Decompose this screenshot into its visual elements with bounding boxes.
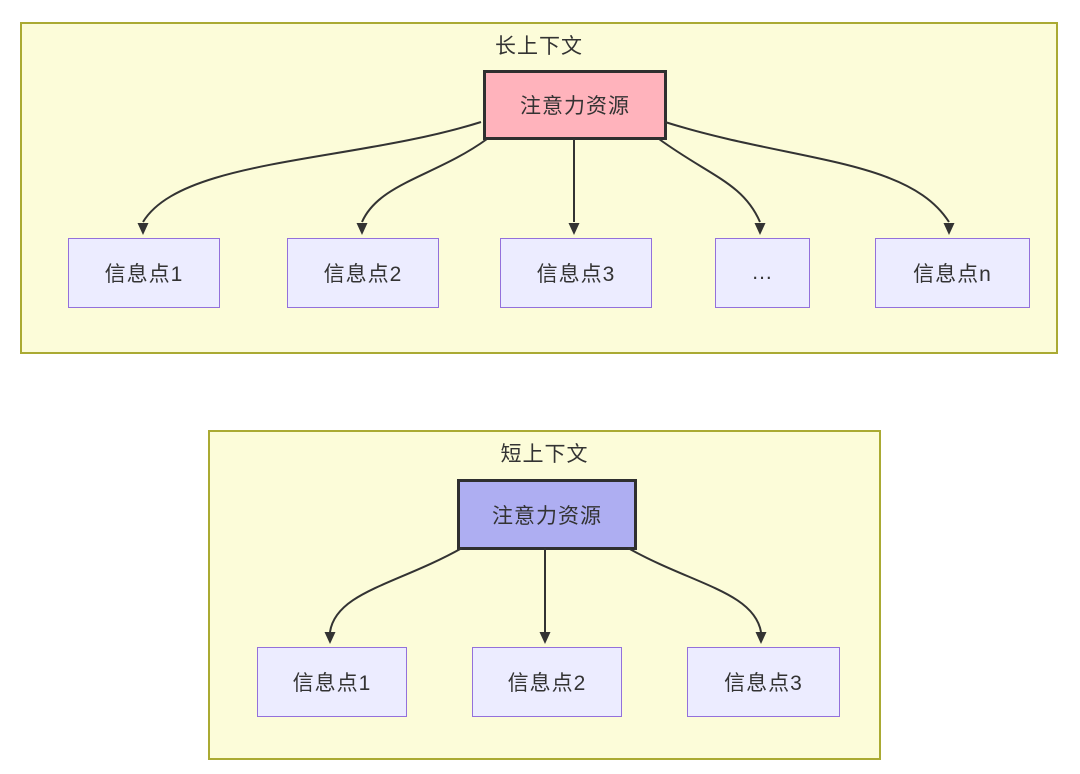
- panel-short-context-title: 短上下文: [500, 443, 589, 466]
- panel-long-context: 长上下文 注意力资源 信息点1 信息点2 信息点3 ... 信息点n: [20, 22, 1058, 354]
- node-info-point-n-long: 信息点n: [875, 238, 1030, 308]
- node-attention-resources-long: 注意力资源: [483, 70, 667, 140]
- node-info-point-3-long: 信息点3: [500, 238, 652, 308]
- node-info-point-2-long: 信息点2: [287, 238, 439, 308]
- panel-long-context-title: 长上下文: [495, 35, 583, 58]
- node-info-point-1-long: 信息点1: [68, 238, 220, 308]
- node-info-point-ellipsis-long: ...: [715, 238, 810, 308]
- node-info-point-2-short: 信息点2: [472, 647, 622, 717]
- node-info-point-3-short: 信息点3: [687, 647, 840, 717]
- node-info-point-1-short: 信息点1: [257, 647, 407, 717]
- node-attention-resources-short: 注意力资源: [457, 479, 637, 550]
- panel-short-context: 短上下文 注意力资源 信息点1 信息点2 信息点3: [208, 430, 881, 760]
